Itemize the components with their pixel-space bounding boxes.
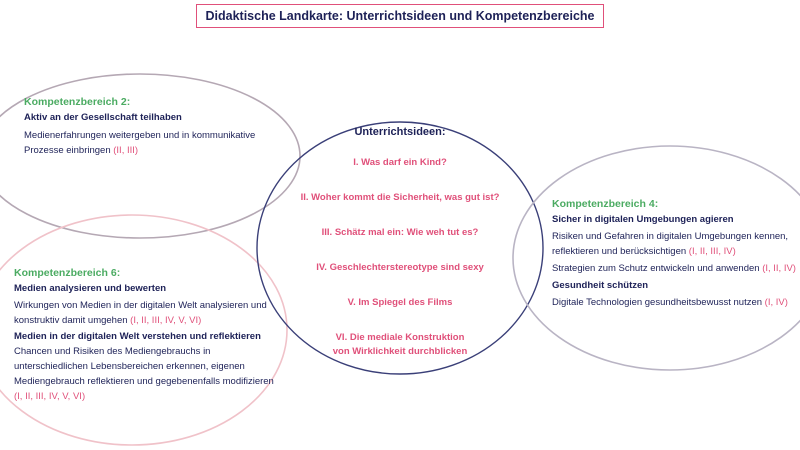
kompetenzbereich-2-subtitle: Aktiv an der Gesellschaft teilhaben bbox=[24, 112, 182, 123]
kompetenzbereich-2-text: Medienerfahrungen weitergeben und in kom… bbox=[24, 128, 274, 158]
kompetenzbereich-4-title: Kompetenzbereich 4: bbox=[552, 198, 659, 210]
kompetenzbereich-6-sub1: Medien analysieren und bewerten bbox=[14, 283, 167, 294]
kompetenzbereich-6-text2-body: Chancen und Risiken des Mediengebrauchs … bbox=[14, 346, 274, 387]
idea-4: IV. Geschlechterstereotype sind sexy bbox=[316, 262, 484, 273]
kompetenzbereich-2-text-body: Medienerfahrungen weitergeben und in kom… bbox=[24, 130, 256, 156]
ellipse-kompetenzbereich-4 bbox=[512, 145, 800, 371]
kompetenzbereich-4-text3: Digitale Technologien gesundheitsbewusst… bbox=[552, 295, 796, 310]
idea-2: II. Woher kommt die Sicherheit, was gut … bbox=[300, 192, 500, 203]
kompetenzbereich-4-text2: Strategien zum Schutz entwickeln und anw… bbox=[552, 261, 796, 276]
kompetenzbereich-6-title: Kompetenzbereich 6: bbox=[14, 267, 121, 279]
kompetenzbereich-4-text2-body: Strategien zum Schutz entwickeln und anw… bbox=[552, 263, 760, 274]
ellipse-kompetenzbereich-6 bbox=[0, 214, 288, 446]
kompetenzbereich-4-refs1: (I, II, III, IV) bbox=[688, 246, 736, 257]
kompetenzbereich-6-text1: Wirkungen von Medien in der digitalen We… bbox=[14, 298, 274, 328]
kompetenzbereich-6-refs2: (I, II, III, IV, V, VI) bbox=[14, 391, 86, 402]
ellipse-kompetenzbereich-2 bbox=[0, 73, 301, 239]
kompetenzbereich-4-text3-body: Digitale Technologien gesundheitsbewusst… bbox=[552, 297, 763, 308]
kompetenzbereich-4-text1: Risiken und Gefahren in digitalen Umgebu… bbox=[552, 229, 796, 259]
page-title: Didaktische Landkarte: Unterrichtsideen … bbox=[196, 4, 604, 28]
kompetenzbereich-2-refs: (II, III) bbox=[113, 145, 139, 156]
kompetenzbereich-6-refs1: (I, II, III, IV, V, VI) bbox=[130, 315, 202, 326]
kompetenzbereich-4-refs3: (I, IV) bbox=[764, 297, 788, 308]
idea-6: VI. Die mediale Konstruktion von Wirklic… bbox=[332, 332, 468, 357]
kompetenzbereich-6-text1-body: Wirkungen von Medien in der digitalen We… bbox=[14, 300, 267, 326]
idea-1: I. Was darf ein Kind? bbox=[353, 157, 447, 168]
kompetenzbereich-4-text1-body: Risiken und Gefahren in digitalen Umgebu… bbox=[552, 231, 789, 257]
kompetenzbereich-4-sub2: Gesundheit schützen bbox=[552, 280, 649, 291]
kompetenzbereich-6-text2: Chancen und Risiken des Mediengebrauchs … bbox=[14, 344, 274, 404]
kompetenzbereich-2-title: Kompetenzbereich 2: bbox=[24, 96, 131, 108]
idea-3: III. Schätz mal ein: Wie weh tut es? bbox=[321, 227, 479, 238]
kompetenzbereich-2-block: Kompetenzbereich 2: Aktiv an der Gesells… bbox=[24, 94, 274, 158]
kompetenzbereich-6-sub2: Medien in der digitalen Welt verstehen u… bbox=[14, 331, 261, 342]
kompetenzbereich-4-sub1: Sicher in digitalen Umgebungen agieren bbox=[552, 214, 734, 225]
ellipse-unterrichtsideen bbox=[256, 121, 544, 375]
kompetenzbereich-4-refs2: (I, II, IV) bbox=[762, 263, 796, 274]
kompetenzbereich-4-block: Kompetenzbereich 4: Sicher in digitalen … bbox=[552, 196, 796, 310]
unterrichtsideen-title: Unterrichtsideen: bbox=[354, 126, 446, 138]
unterrichtsideen-block: Unterrichtsideen: I. Was darf ein Kind? … bbox=[290, 126, 510, 359]
idea-5: V. Im Spiegel des Films bbox=[347, 297, 453, 308]
kompetenzbereich-6-block: Kompetenzbereich 6: Medien analysieren u… bbox=[14, 265, 274, 404]
